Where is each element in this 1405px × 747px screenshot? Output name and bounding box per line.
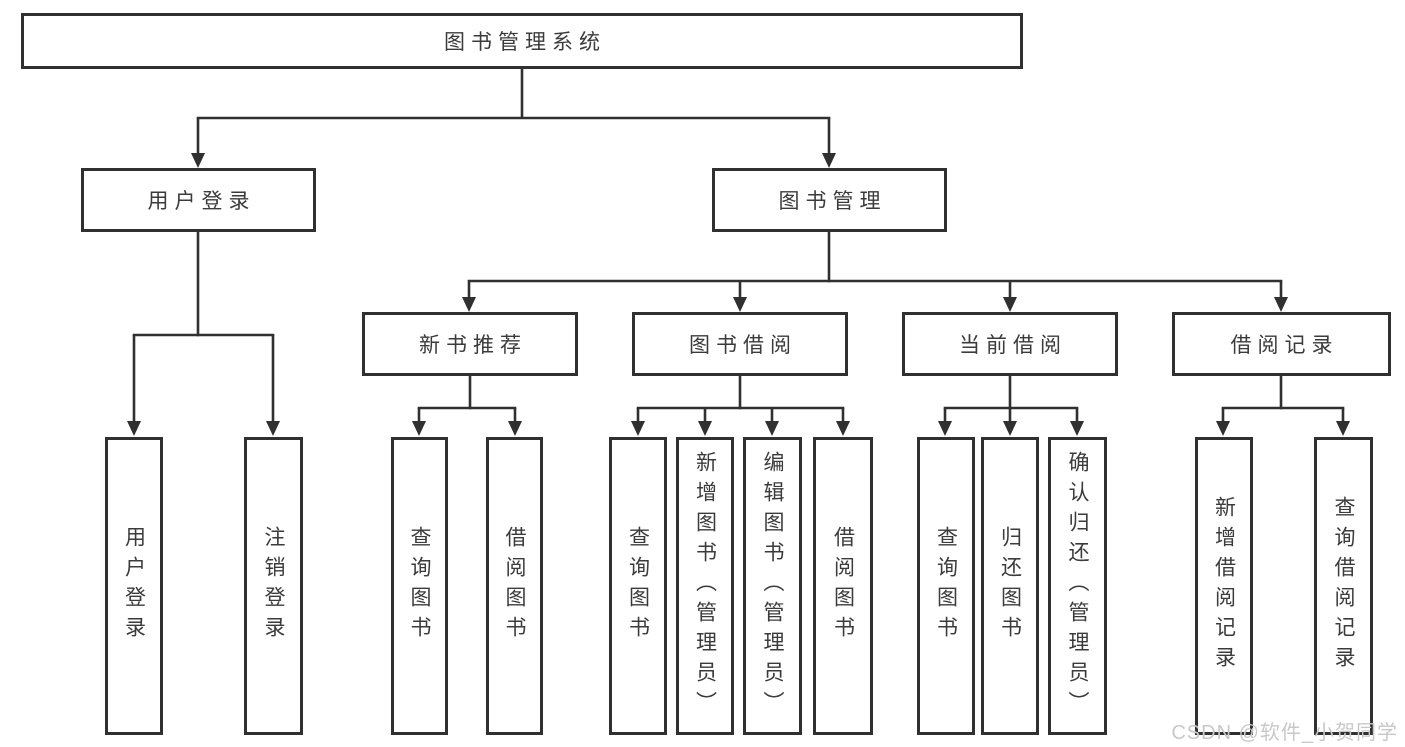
leaf-add-borrow-record: 新增借阅记录 <box>1195 437 1253 735</box>
leaf-borrow-books-borrowing: 借阅图书 <box>813 437 873 735</box>
node-book-management: 图书管理 <box>712 168 947 232</box>
watermark: CSDN @软件_小贺同学 <box>1171 722 1398 744</box>
leaf-query-books-recommend: 查询图书 <box>391 437 448 735</box>
leaf-edit-book-admin: 编辑图书（管理员） <box>743 437 802 735</box>
leaf-query-borrow-record: 查询借阅记录 <box>1314 437 1373 735</box>
node-user-login-label: 用户登录 <box>147 190 256 213</box>
leaf-confirm-return-admin-label: 确认归还（管理员） <box>1066 451 1089 721</box>
leaf-query-borrow-record-label: 查询借阅记录 <box>1332 496 1355 676</box>
node-book-borrowing: 图书借阅 <box>632 312 848 376</box>
leaf-add-borrow-record-label: 新增借阅记录 <box>1212 496 1236 676</box>
leaf-borrow-books-recommend-label: 借阅图书 <box>503 526 526 646</box>
leaf-borrow-books-recommend: 借阅图书 <box>486 437 543 735</box>
node-borrow-records: 借阅记录 <box>1172 312 1391 376</box>
node-user-login: 用户登录 <box>81 168 316 232</box>
leaf-add-book-admin: 新增图书（管理员） <box>676 437 734 735</box>
leaf-return-books: 归还图书 <box>981 437 1039 735</box>
leaf-edit-book-admin-label: 编辑图书（管理员） <box>761 451 784 721</box>
node-system: 图书管理系统 <box>21 13 1023 69</box>
node-new-book-recommend-label: 新书推荐 <box>419 334 527 357</box>
leaf-confirm-return-admin: 确认归还（管理员） <box>1048 437 1107 735</box>
leaf-logout: 注销登录 <box>244 437 303 735</box>
node-borrow-records-label: 借阅记录 <box>1230 334 1339 357</box>
leaf-user-login-label: 用户登录 <box>122 526 146 646</box>
node-book-borrowing-label: 图书借阅 <box>689 334 797 357</box>
leaf-query-books-borrowing-label: 查询图书 <box>626 526 650 646</box>
node-current-borrowing: 当前借阅 <box>902 312 1118 376</box>
leaf-user-login: 用户登录 <box>105 437 163 735</box>
node-book-management-label: 图书管理 <box>778 190 887 213</box>
leaf-query-books-recommend-label: 查询图书 <box>408 526 431 646</box>
node-new-book-recommend: 新书推荐 <box>362 312 578 376</box>
leaf-logout-label: 注销登录 <box>262 526 285 646</box>
leaf-query-books-current-label: 查询图书 <box>934 526 958 646</box>
leaf-borrow-books-borrowing-label: 借阅图书 <box>831 526 855 646</box>
leaf-query-books-borrowing: 查询图书 <box>609 437 667 735</box>
leaf-add-book-admin-label: 新增图书（管理员） <box>693 451 717 721</box>
leaf-query-books-current: 查询图书 <box>917 437 975 735</box>
node-system-label: 图书管理系统 <box>444 31 606 54</box>
leaf-return-books-label: 归还图书 <box>998 526 1022 646</box>
node-current-borrowing-label: 当前借阅 <box>959 334 1067 357</box>
